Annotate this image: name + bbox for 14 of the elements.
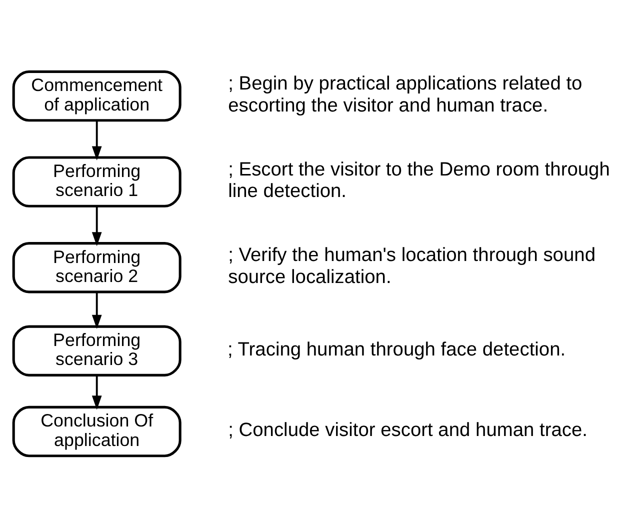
node-box: Performing scenario 3 xyxy=(12,324,182,376)
node-label: ; Tracing human through face detection. xyxy=(227,338,566,360)
arrow xyxy=(92,120,102,160)
arrow xyxy=(92,375,102,410)
node-label: ; Begin by practical applications related to escorting the visitor and human trace. xyxy=(228,73,582,116)
node-label: ; Escort the visitor to the Demo room through line detection. xyxy=(228,158,610,202)
arrow xyxy=(92,292,102,328)
arrow xyxy=(92,206,102,246)
node-box: Conclusion Of application xyxy=(12,405,182,457)
node-box: Performing scenario 2 xyxy=(12,242,182,293)
node-box: Commencement of application xyxy=(12,70,182,122)
node-label: ; Conclude visitor escort and human trace. xyxy=(228,420,588,441)
node-box: Performing scenario 1 xyxy=(12,156,182,207)
node-label: ; Verify the human's location through sound source localization. xyxy=(228,244,596,288)
